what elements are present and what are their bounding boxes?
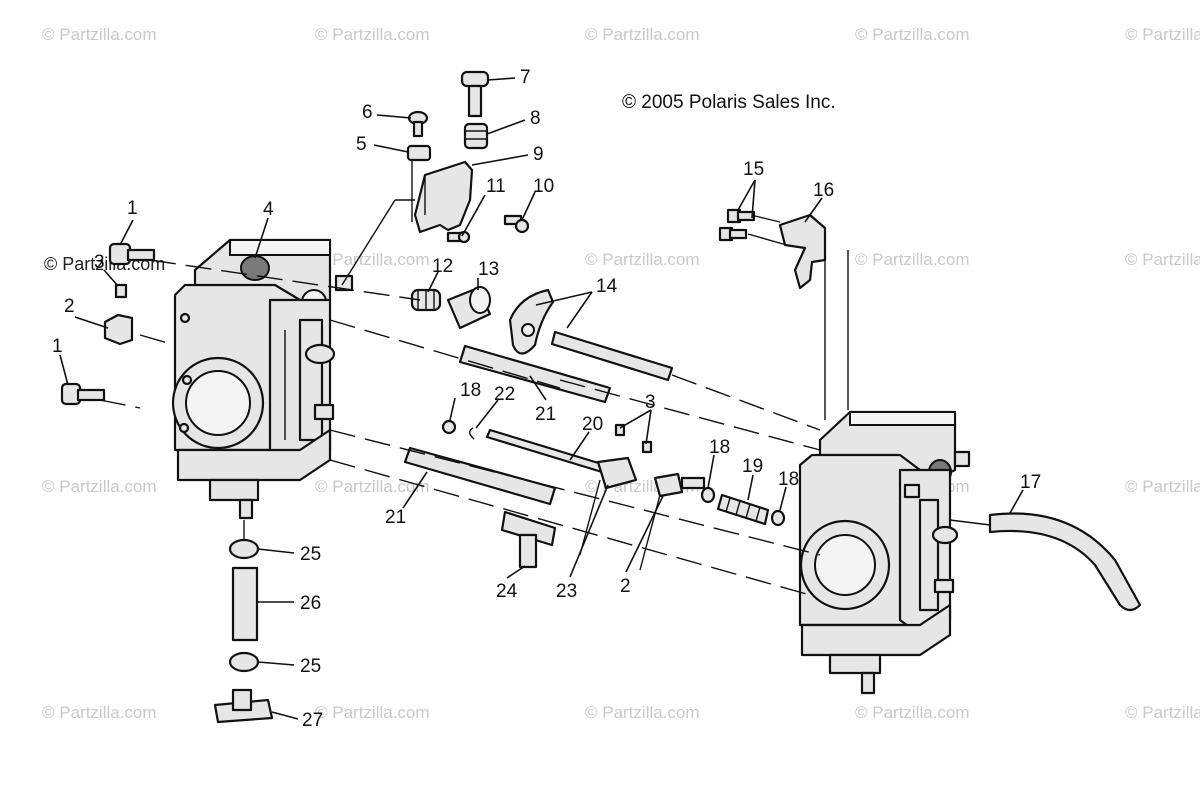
callout-23: 23 (556, 581, 577, 602)
right-carburetor (798, 410, 971, 695)
callout-18: 18 (778, 469, 799, 490)
hose-17 (988, 512, 1142, 612)
watermark: © Partzilla.com (315, 703, 430, 722)
callout-18: 18 (709, 437, 730, 458)
callout-2: 2 (64, 296, 75, 317)
watermark: © Partzilla.com (585, 703, 700, 722)
callout-21: 21 (535, 404, 556, 425)
watermark-layer: © Partzilla.com © Partzilla.com © Partzi… (42, 25, 1200, 722)
callout-13: 13 (478, 259, 499, 280)
t-fitting-24 (500, 510, 557, 569)
callout-4: 4 (263, 199, 274, 220)
callout-2: 2 (620, 576, 631, 597)
callout-1: 1 (52, 336, 63, 357)
watermark: © Partzilla.com (42, 25, 157, 44)
watermark: © Partzilla.com (585, 25, 700, 44)
watermark: © Partzilla.com (855, 25, 970, 44)
callout-15: 15 (743, 159, 764, 180)
left-small-parts (60, 242, 156, 406)
callout-3: 3 (645, 392, 656, 413)
callout-11: 11 (486, 176, 506, 197)
watermark: © Partzilla.com (855, 703, 970, 722)
watermark: © Partzilla.com (42, 703, 157, 722)
watermark: © Partzilla.com (585, 250, 700, 269)
watermark: © Partzilla.com (42, 477, 157, 496)
callout-22: 22 (494, 384, 515, 405)
left-carburetor (171, 238, 354, 520)
callout-17: 17 (1020, 472, 1041, 493)
callout-12: 12 (432, 256, 453, 277)
watermark: © Partzilla.com (315, 25, 430, 44)
watermark: © Partzilla.com (315, 477, 430, 496)
callout-9: 9 (533, 144, 544, 165)
callout-7: 7 (520, 67, 531, 88)
callout-25: 25 (300, 544, 321, 565)
watermark: © Partzilla.com (1125, 703, 1200, 722)
throttle-bracket-assembly (406, 70, 530, 244)
watermark: © Partzilla.com (855, 250, 970, 269)
callout-27: 27 (302, 710, 323, 731)
callout-19: 19 (742, 456, 763, 477)
callout-24: 24 (496, 581, 518, 602)
callout-8: 8 (530, 108, 541, 129)
callout-5: 5 (356, 134, 367, 155)
callout-25: 25 (300, 656, 321, 677)
linkage-shaft-parts (441, 419, 786, 527)
callout-16: 16 (813, 180, 834, 201)
copyright-text: © 2005 Polaris Sales Inc. (622, 92, 836, 113)
callout-labels: 1 1 2 2 3 3 4 5 6 7 8 9 10 11 12 13 14 1… (52, 67, 1041, 731)
watermark: © Partzilla.com (1125, 477, 1200, 496)
callout-leaders (59, 77, 1024, 720)
watermark: © Partzilla.com (1125, 25, 1200, 44)
callout-6: 6 (362, 102, 373, 123)
bracket-16-assembly (718, 208, 827, 290)
callout-26: 26 (300, 593, 321, 614)
guide-lines (99, 199, 991, 596)
callout-1: 1 (127, 198, 138, 219)
callout-18: 18 (460, 380, 481, 401)
callout-14: 14 (596, 276, 618, 297)
watermark: © Partzilla.com (315, 250, 430, 269)
watermark: © Partzilla.com (1125, 250, 1200, 269)
callout-20: 20 (582, 414, 603, 435)
drain-assembly (213, 538, 274, 724)
callout-10: 10 (533, 176, 554, 197)
callout-21: 21 (385, 507, 406, 528)
callout-3: 3 (94, 252, 105, 273)
